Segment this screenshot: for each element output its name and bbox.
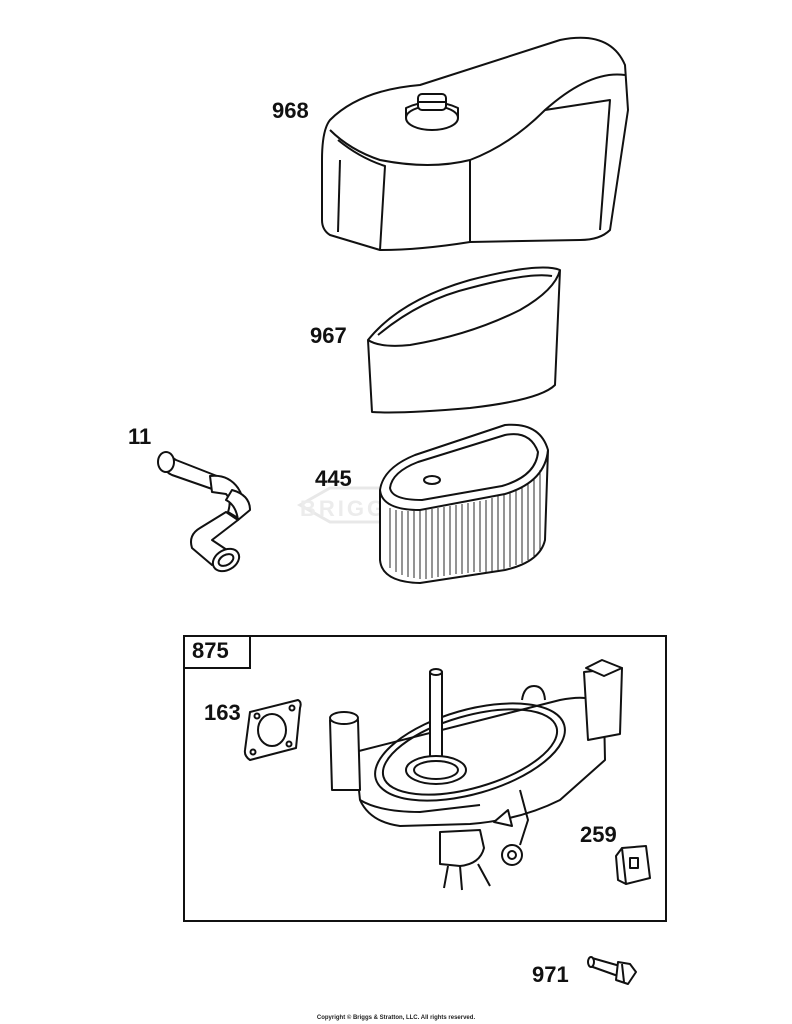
part-number-971: 971 xyxy=(532,962,569,987)
part-number-11: 11 xyxy=(128,424,152,449)
pre-cleaner-drawing xyxy=(367,266,561,414)
part-number-163: 163 xyxy=(204,700,241,725)
clip-drawing xyxy=(615,845,651,885)
air-cleaner-cover-drawing xyxy=(321,36,629,251)
copyright-notice: Copyright © Briggs & Stratton, LLC. All … xyxy=(316,1015,476,1021)
screw-drawing xyxy=(587,956,637,985)
part-number-968: 968 xyxy=(272,98,309,123)
part-number-259: 259 xyxy=(580,822,617,847)
base-assembly-drawing xyxy=(329,659,623,891)
breather-tube-drawing xyxy=(157,451,251,573)
gasket-drawing xyxy=(243,699,302,761)
part-number-875: 875 xyxy=(192,638,229,663)
air-filter-drawing xyxy=(379,423,549,584)
part-number-967: 967 xyxy=(310,323,347,348)
part-number-445: 445 xyxy=(315,466,352,491)
base-kit-frame xyxy=(183,635,667,922)
